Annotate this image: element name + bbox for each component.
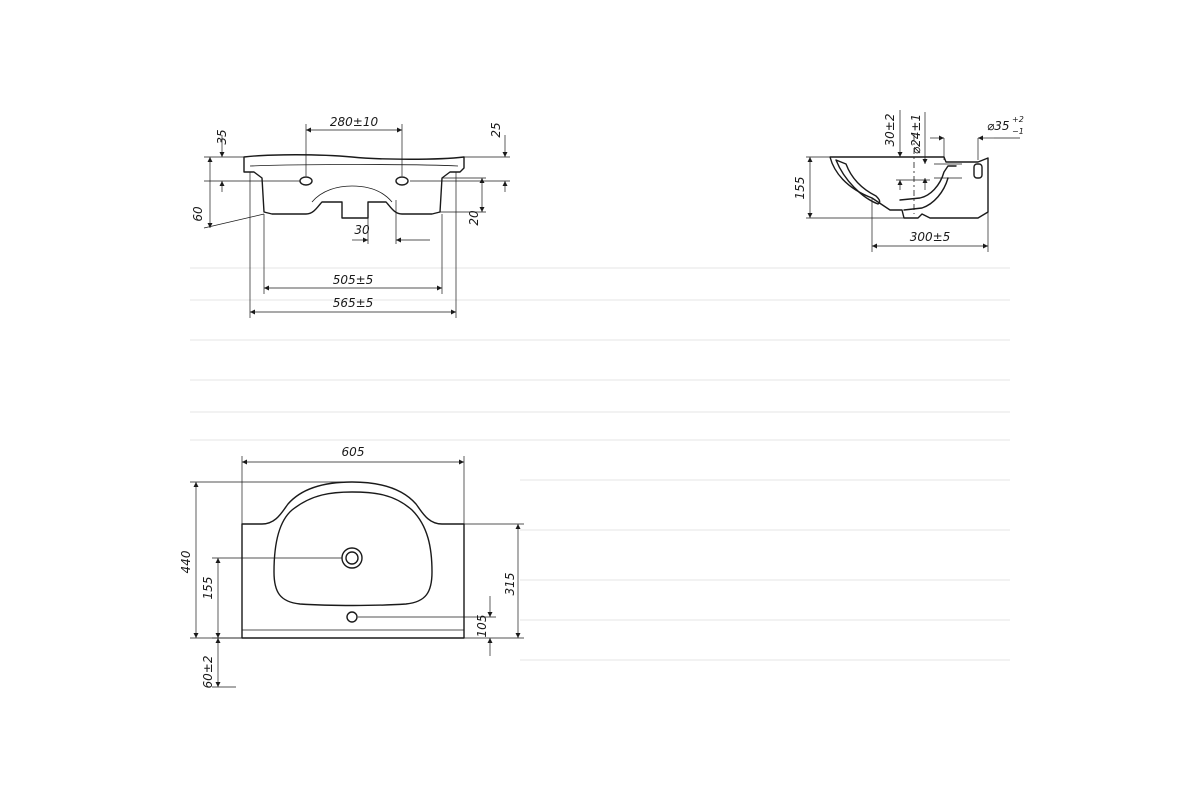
dim-hole-tolerance-lower: −1 — [1012, 127, 1024, 136]
background-ghost-lines — [190, 267, 1010, 661]
dim-rim-height-left: 35 — [215, 129, 229, 144]
top-view: 605 440 155 315 105 60±2 — [179, 445, 524, 688]
dim-rim-height-right: 25 — [489, 122, 503, 137]
dim-hole-diameter: ⌀35 — [987, 119, 1010, 133]
dim-inner-width: 505±5 — [333, 273, 374, 287]
front-view-outline — [243, 154, 465, 219]
front-view: 280±10 35 60 25 20 30 505±5 — [191, 115, 510, 318]
dim-outer-width: 565±5 — [333, 296, 374, 310]
top-view-overflow — [346, 611, 358, 623]
dim-side-height: 155 — [793, 177, 807, 200]
top-view-drain — [341, 547, 363, 569]
dim-rear-flange: 60±2 — [201, 656, 215, 689]
dim-drain-distance: 155 — [201, 577, 215, 600]
dim-rim-offset: 30±2 — [883, 114, 897, 147]
dim-side-depth: 300±5 — [910, 230, 951, 244]
top-view-outline — [241, 481, 465, 639]
dim-drain-offset: 30 — [354, 223, 370, 237]
dim-overflow-distance: 105 — [475, 615, 489, 638]
side-view-overflow — [973, 163, 983, 179]
tap-hole-right — [395, 176, 409, 186]
dim-bowl-depth: 315 — [503, 573, 517, 596]
top-view-basin — [273, 491, 433, 607]
dim-total-depth: 440 — [179, 550, 193, 573]
dim-body-height: 60 — [191, 206, 205, 222]
dim-tap-spacing: 280±10 — [330, 115, 379, 129]
tap-hole-left — [299, 176, 313, 186]
dim-total-width: 605 — [342, 445, 365, 459]
dim-drain-diameter: ⌀24±1 — [909, 114, 923, 154]
side-view-cavity — [835, 159, 881, 205]
side-view-outline — [829, 156, 989, 219]
dim-skirt-height: 20 — [467, 210, 481, 226]
side-view: 155 300±5 30±2 ⌀24±1 ⌀35 +2 −1 — [793, 110, 1024, 252]
dim-hole-tolerance-upper: +2 — [1012, 115, 1024, 124]
